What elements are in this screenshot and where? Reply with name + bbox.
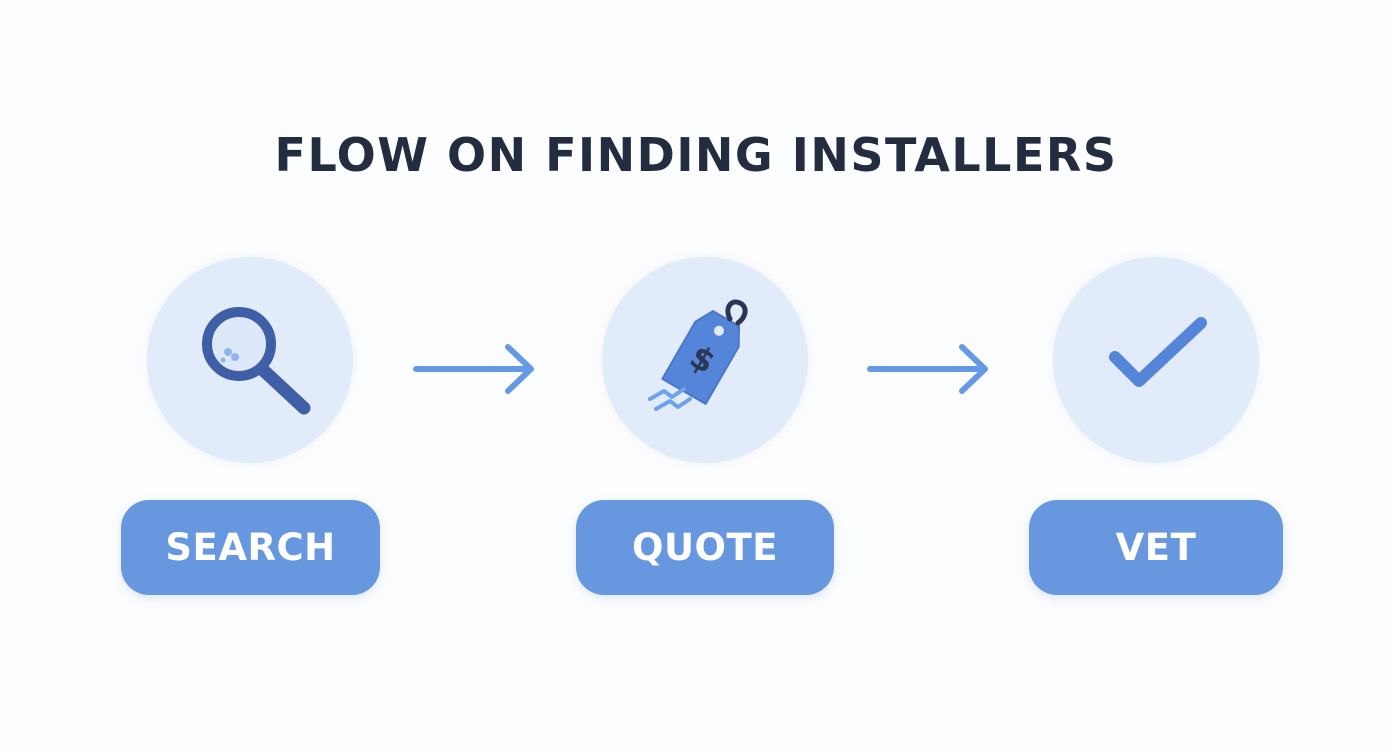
magnifying-glass-icon	[202, 307, 311, 415]
arrow-right-icon	[867, 344, 988, 394]
vet-button[interactable]: VET	[1029, 500, 1283, 595]
vet-step-circle	[1053, 257, 1259, 463]
price-tag-icon: $	[648, 299, 748, 411]
quote-step-circle: $	[602, 257, 808, 463]
checkmark-icon	[1109, 317, 1207, 387]
search-step-circle	[147, 257, 353, 463]
diagram-title: FLOW ON FINDING INSTALLERS	[274, 128, 1118, 182]
search-button[interactable]: SEARCH	[121, 500, 380, 595]
arrow-right-icon	[413, 344, 534, 394]
quote-button[interactable]: QUOTE	[576, 500, 834, 595]
